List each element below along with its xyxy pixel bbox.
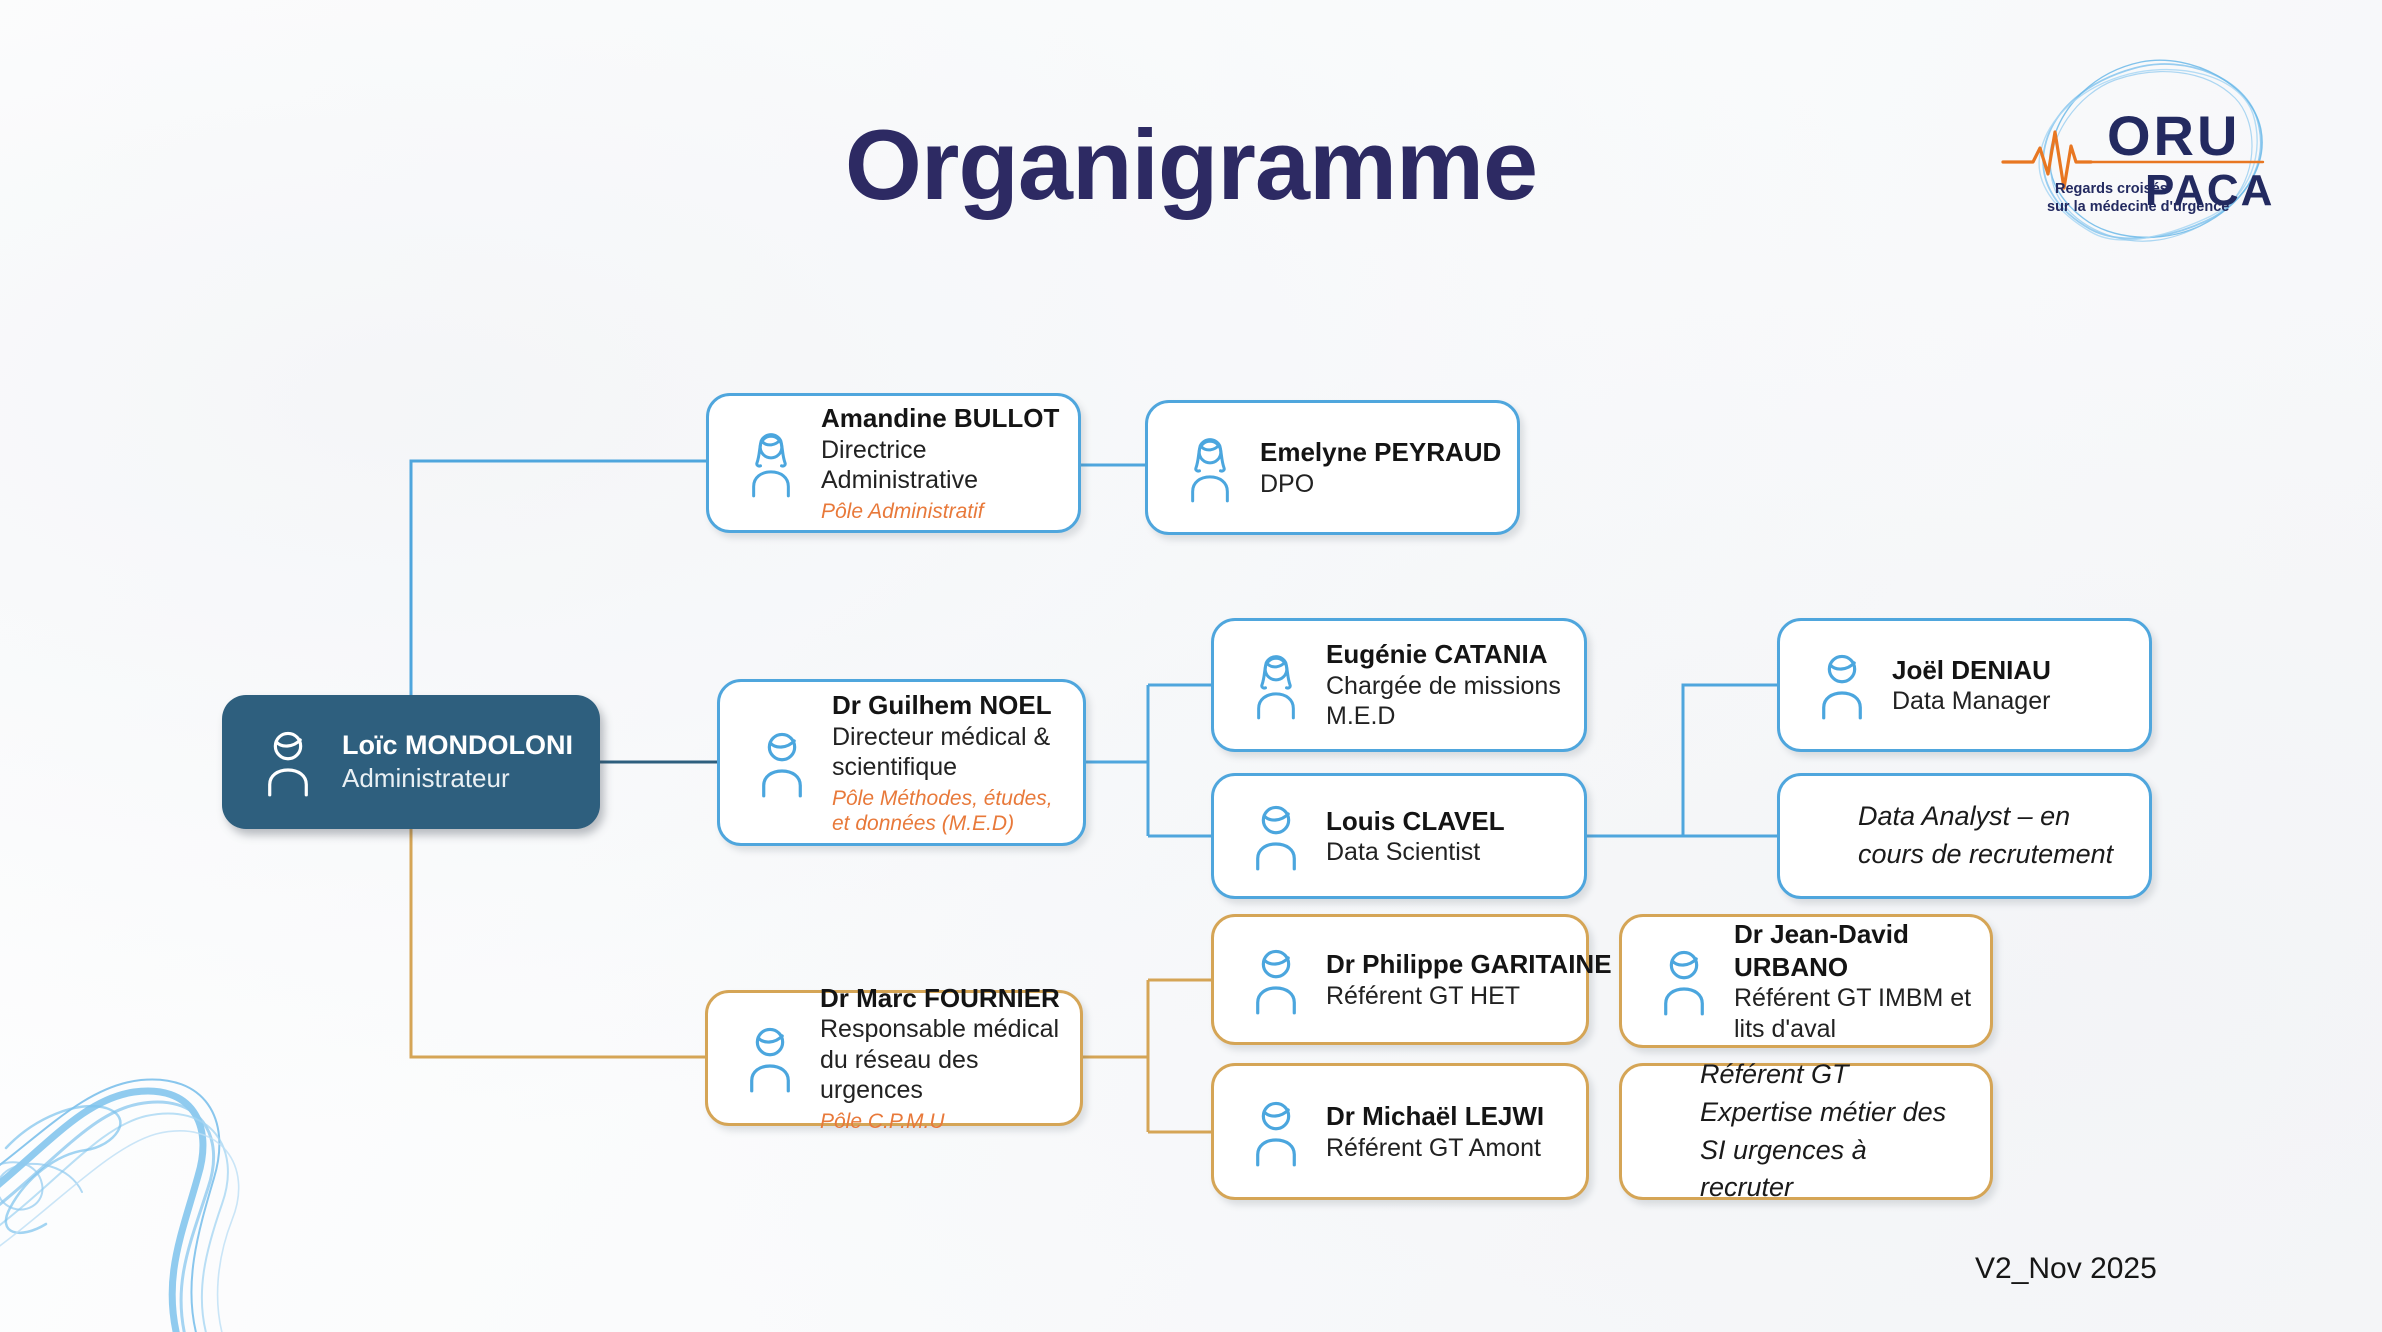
person-name: Dr Marc FOURNIER [820,982,1060,1013]
logo-tagline-line2: sur la médecine d'urgence [2047,199,2229,215]
person-name: Joël DENIAU [1892,654,2051,685]
person-female-icon [741,428,801,498]
person-pole: Pôle Méthodes, études, et données (M.E.D… [832,786,1053,835]
person-name: Dr Guilhem NOEL [832,690,1052,721]
person-pole: Pôle Administratif [821,499,984,523]
logo-paca-text: PACA [2145,166,2274,215]
person-name: Emelyne PEYRAUD [1260,437,1502,467]
org-node-deniau: Joël DENIAU Data Manager [1777,618,2152,752]
logo-tagline-line1: Regards croisés [2055,181,2168,197]
logo-oru-text: ORU [2107,104,2240,167]
org-node-peyraud: Emelyne PEYRAUD DPO [1145,400,1520,535]
person-male-icon [258,727,318,797]
person-role: Responsable médical du réseau des urgenc… [820,1015,1060,1105]
person-male-icon [752,728,812,798]
person-male-icon [740,1023,800,1093]
person-role: Administrateur [342,763,510,794]
org-node-clavel: Louis CLAVEL Data Scientist [1211,773,1587,899]
org-node-garitaine: Dr Philippe GARITAINE Référent GT HET [1211,914,1612,1045]
person-name: Loïc MONDOLONI [342,730,573,761]
person-role: Chargée de missions M.E.D [1326,671,1561,731]
person-role: Directeur médical & scientifique [832,722,1051,782]
person-male-icon [1246,801,1306,871]
person-male-icon [1654,946,1714,1016]
person-male-icon [1246,1097,1306,1167]
scribble-decoration [0,1078,240,1332]
person-name: Eugénie CATANIA [1326,639,1548,670]
org-node-urbano: Dr Jean-David URBANO Référent GT IMBM et… [1619,914,1993,1048]
vacant-position-text: Référent GT Expertise métier des SI urge… [1700,1058,1947,1203]
person-role: DPO [1260,469,1315,498]
org-node-gt-expertise-vacant: Référent GT Expertise métier des SI urge… [1619,1059,1993,1202]
person-name: Louis CLAVEL [1326,805,1505,836]
org-node-catania: Eugénie CATANIA Chargée de missions M.E.… [1211,618,1587,752]
person-name: Dr Philippe GARITAINE [1326,949,1612,979]
person-role: Data Scientist [1326,838,1481,866]
person-role: Référent GT Amont [1326,1133,1541,1162]
org-node-noel: Dr Guilhem NOEL Directeur médical & scie… [717,679,1086,846]
oru-paca-logo: ORU PACA Regards croisés sur la médecine… [2001,59,2274,242]
org-node-fournier: Dr Marc FOURNIER Responsable médical du … [705,983,1083,1133]
person-name: Dr Michaël LEJWI [1326,1101,1545,1131]
org-node-lejwi: Dr Michaël LEJWI Référent GT Amont [1211,1063,1589,1200]
person-role: Référent GT IMBM et lits d'aval [1734,984,1972,1043]
person-name: Dr Jean-David URBANO [1734,919,1909,982]
person-name: Amandine BULLOT [821,403,1060,434]
org-node-mondoloni: Loïc MONDOLONI Administrateur [222,695,600,829]
page-title: Organigramme [844,109,1538,220]
person-role: Data Manager [1892,687,2051,715]
vacant-position-text: Data Analyst – en cours de recrutement [1858,801,2114,869]
version-label: V2_Nov 2025 [1975,1252,2157,1285]
org-node-bullot: Amandine BULLOT Directrice Administrativ… [706,393,1081,533]
person-role: Référent GT HET [1326,981,1521,1010]
person-female-icon [1246,650,1306,720]
person-role: Directrice Administrative [821,435,978,495]
person-male-icon [1812,650,1872,720]
person-pole: Pôle C.P.M.U [820,1109,945,1133]
person-male-icon [1246,945,1306,1015]
person-female-icon [1180,433,1240,503]
org-node-data-analyst-vacant: Data Analyst – en cours de recrutement [1777,773,2152,899]
